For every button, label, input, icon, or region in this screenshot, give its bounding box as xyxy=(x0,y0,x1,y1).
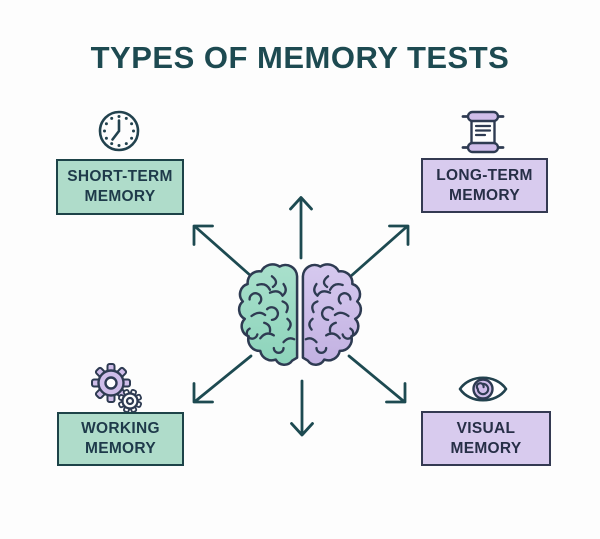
arrow-up-right xyxy=(349,224,410,278)
brain-illustration xyxy=(237,263,363,366)
card-long-term-memory-label: LONG-TERM MEMORY xyxy=(436,166,533,204)
card-visual-memory: VISUAL MEMORY xyxy=(421,411,551,466)
brain-right-hemisphere xyxy=(301,263,363,366)
card-working-memory-label: WORKING MEMORY xyxy=(81,420,160,457)
arrow-down-left xyxy=(192,354,253,404)
eye-icon xyxy=(458,376,508,402)
arrow-up xyxy=(289,196,313,260)
card-visual-memory-label: VISUAL MEMORY xyxy=(450,419,522,457)
arrow-down xyxy=(290,379,314,437)
clock-icon xyxy=(98,110,140,152)
gears-icon xyxy=(91,363,142,413)
card-short-term-memory: SHORT-TERM MEMORY xyxy=(56,159,184,215)
scroll-icon xyxy=(461,110,505,154)
brain-left-hemisphere xyxy=(237,263,299,366)
card-long-term-memory: LONG-TERM MEMORY xyxy=(421,158,548,213)
card-short-term-memory-label: SHORT-TERM MEMORY xyxy=(67,168,173,205)
brain-gyri-left xyxy=(245,275,296,354)
brain-gyri-right xyxy=(304,275,355,354)
page-title: TYPES OF MEMORY TESTS xyxy=(90,40,510,75)
arrow-down-right xyxy=(347,354,407,404)
arrow-up-left xyxy=(192,224,253,278)
card-working-memory: WORKING MEMORY xyxy=(57,412,184,466)
